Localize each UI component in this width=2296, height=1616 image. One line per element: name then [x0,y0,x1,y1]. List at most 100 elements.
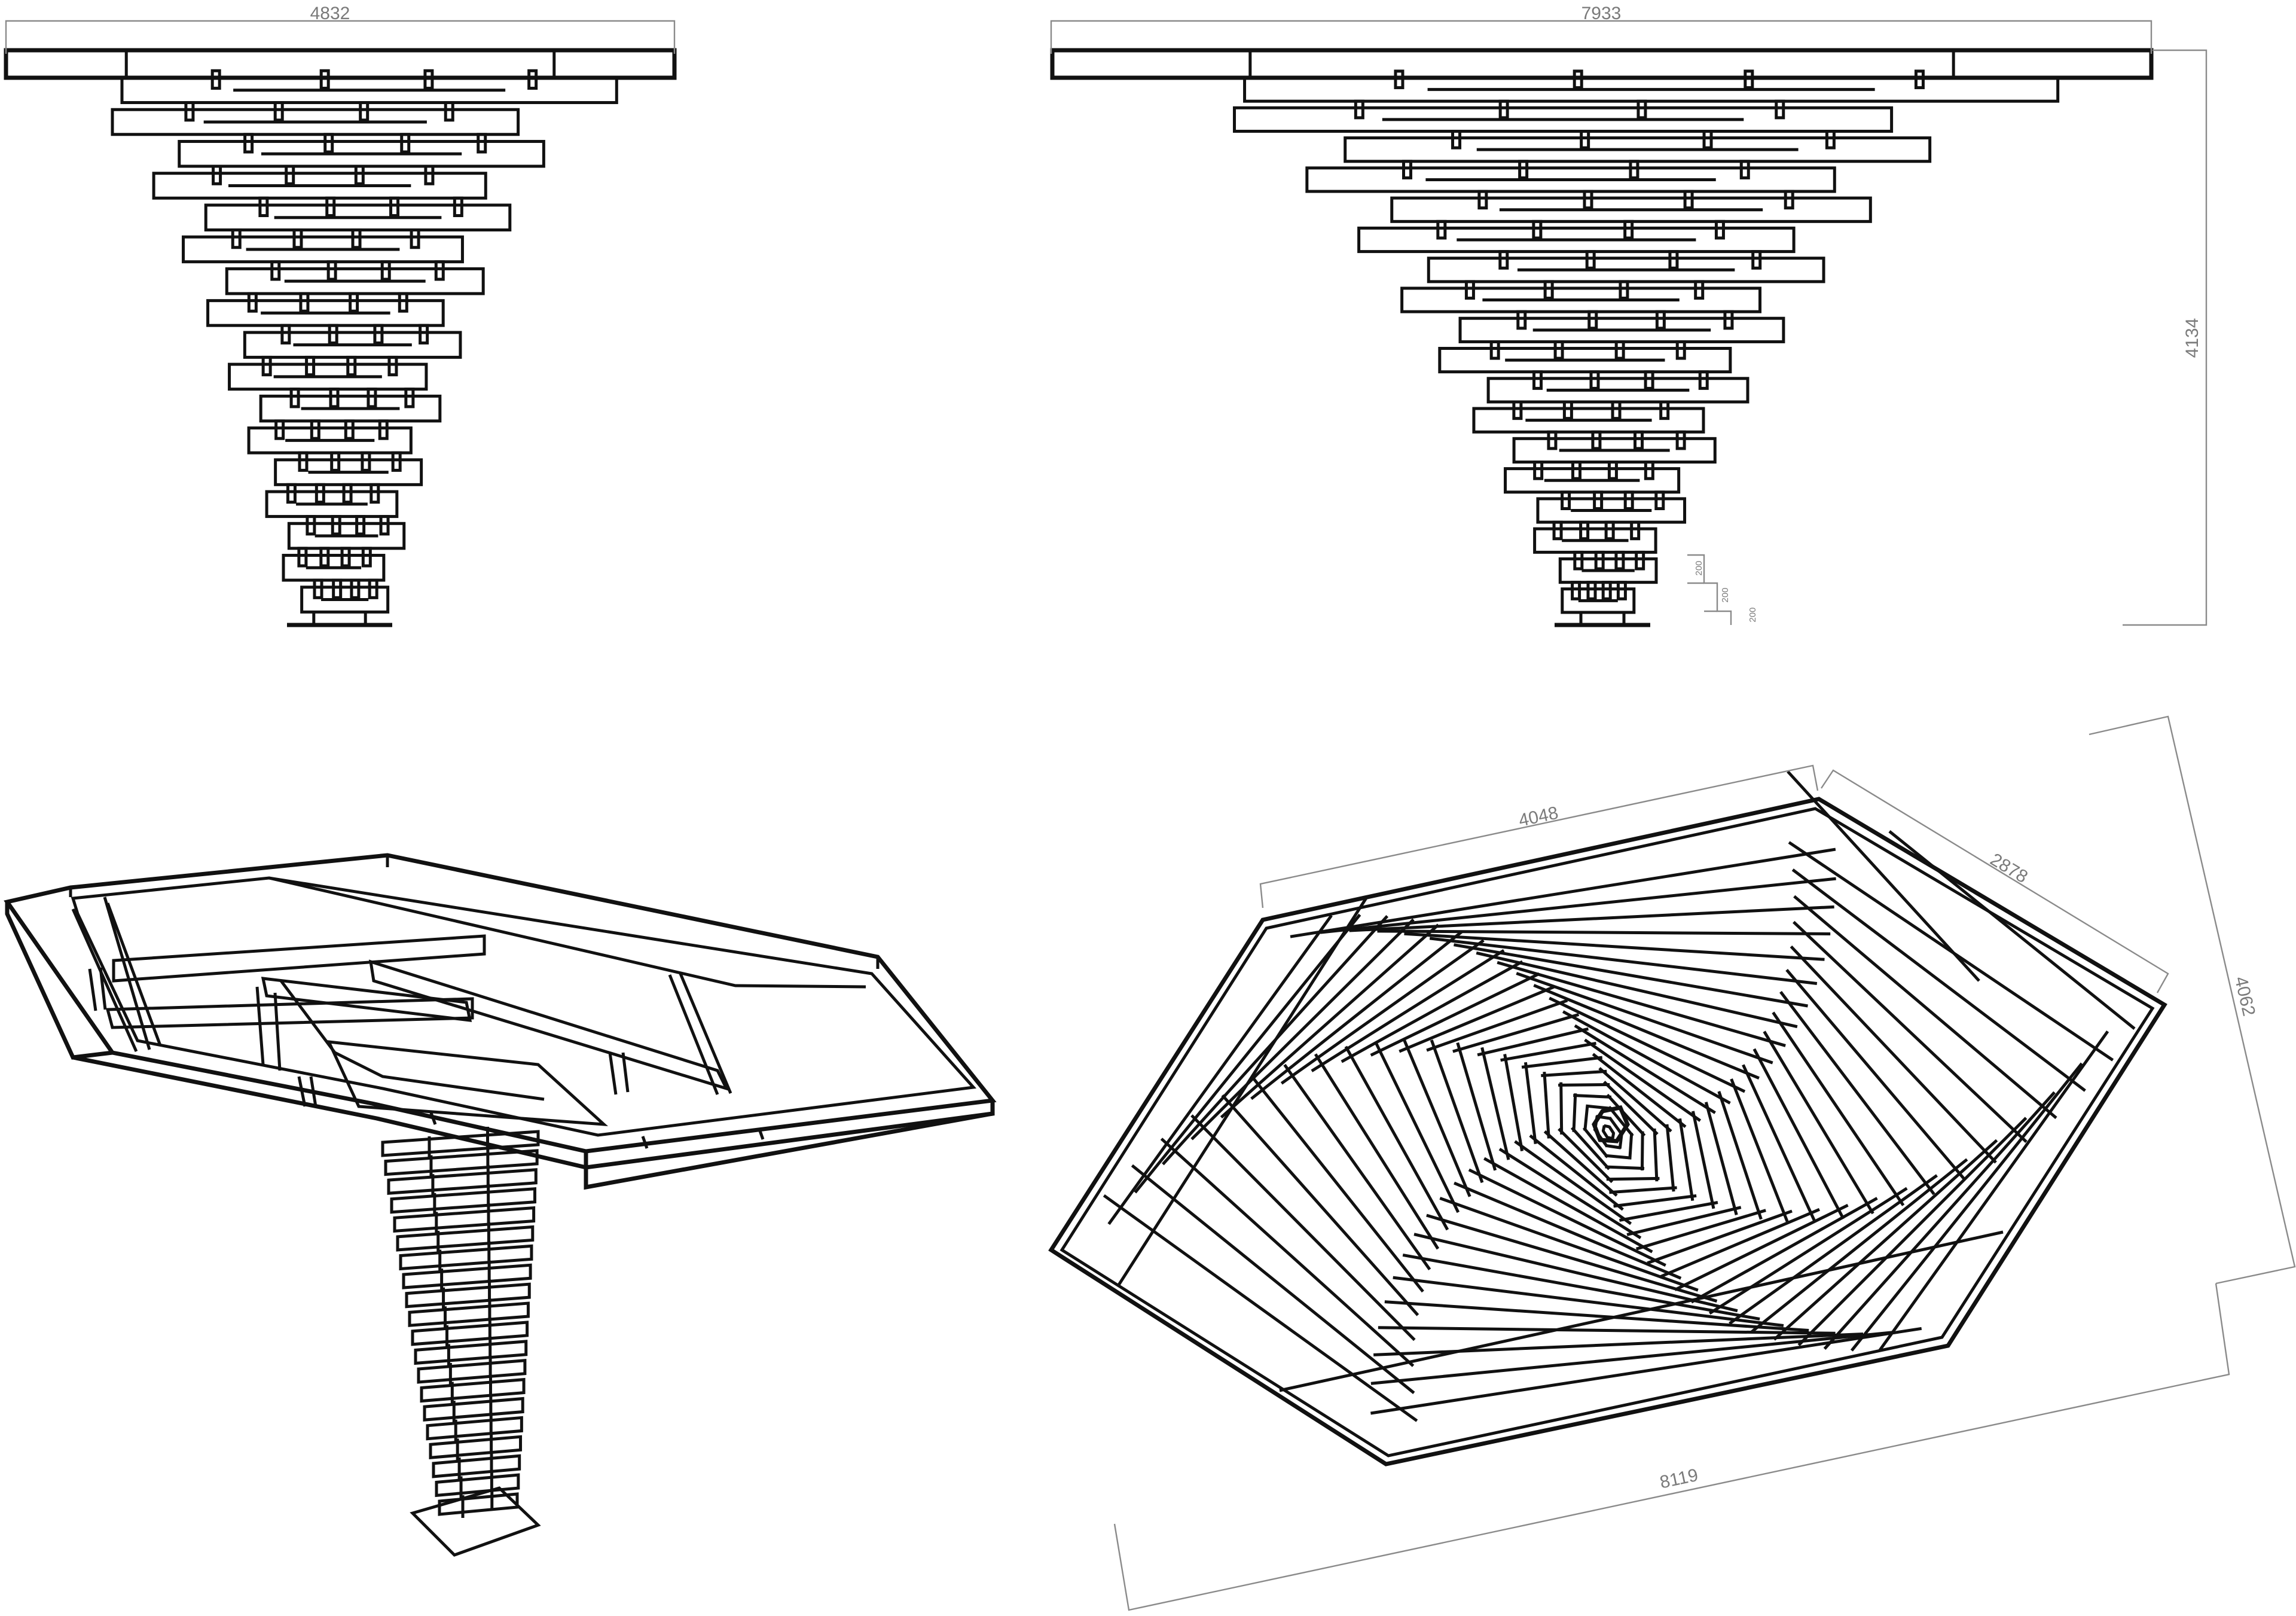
side-tier [1504,467,1681,494]
plan-frame-edge [1674,1203,1849,1291]
side-tier-notch [1601,581,1612,600]
side-tier-notch [1623,219,1634,240]
plan-frame-edge [1717,1091,1763,1220]
side-tier-notch [1579,520,1590,541]
side-tier-notch [1630,520,1641,541]
side-tier-notch [1402,160,1412,179]
step-label-3: 200 [1748,607,1758,622]
plan-frame-edge [1541,1069,1607,1077]
plan-frame-edge [1574,1024,1716,1114]
front-tier-notch [261,355,272,377]
side-tier-notch [1573,550,1584,571]
front-tier-notch [212,164,222,185]
plan-frame-edge [1613,1194,1697,1208]
plan-frame-edge [1404,932,1825,961]
front-width-dimension: 4832 [5,4,676,54]
plan-frame-edge [1543,1130,1618,1197]
side-tier [1233,106,1894,133]
plan-frame-edge [1543,1071,1550,1139]
plan-frame-edge [1349,905,1834,932]
side-tier-notch [1571,581,1581,600]
plan-frame-edge [1619,1201,1718,1222]
plan-frame-edge [1516,972,1773,1065]
plan-frame-edge [1779,990,1935,1196]
plan-frame-edge [1763,1030,1874,1215]
side-tier-notch [1702,129,1713,150]
plan-frame-edge [1503,1054,1524,1151]
plan-frame-edge [1103,1194,1418,1422]
side-tier-notch [1477,190,1488,210]
side-tier-notch [1675,430,1686,450]
plan-frame-edge [1283,1063,1431,1270]
side-tier-notch [1825,129,1836,150]
plan-frame-edge [1477,1027,1589,1057]
plan-frame-edge [1793,895,2057,1120]
front-tier-notch [310,419,320,440]
side-tier-notch [1586,581,1597,600]
front-tier-notch [315,483,325,504]
plan-frame-edge [1878,1030,2109,1351]
plan-frame-edge [1592,1053,1687,1129]
front-tier-notch [361,451,371,472]
column-tier [417,1359,527,1384]
front-tier-notch [398,292,408,313]
plan-frame-edge [1607,1136,1614,1141]
side-tier-notch [1543,280,1554,300]
side-tier-notch [1668,250,1679,270]
plan-frame-edge [1604,1154,1632,1160]
plan-edge-b-label: 2878 [1987,850,2031,888]
plan-frame-edge [1605,1144,1622,1150]
plan-frame-edge [1134,913,1361,1194]
plan-edge-b-dimension: 2878 [1821,769,2169,993]
front-tier [206,299,445,327]
side-tier-notch [1552,520,1563,541]
plan-frame-edge [1609,1186,1677,1194]
plan-frame-edge [1374,1041,1460,1213]
side-tier-notch [1532,219,1543,240]
side-top-slab [1050,48,2154,80]
front-tier-notch [325,196,336,218]
front-tier-notch [346,355,357,377]
side-tier-notch [1611,400,1622,420]
plan-frame-edge [1606,1176,1660,1181]
front-tier [152,172,487,200]
twisted-column [381,1127,540,1518]
side-tier-notch [1634,430,1644,450]
plan-frame-edge [1439,1197,1699,1292]
front-tier-notch [361,547,372,568]
plan-frame-edge [1785,968,1967,1181]
front-tier-notch [274,419,285,440]
plan-frame-edge [1370,1331,1892,1385]
plan-frame-edge [1690,1197,1878,1304]
front-tier-notch [292,228,303,249]
plan-frame-edge [1399,985,1555,1053]
side-tier [1438,347,1732,374]
plan-frame-edge [1160,1138,1415,1367]
front-tier-notch [289,388,300,408]
height-label: 4134 [2182,318,2202,358]
plan-frame-edge [1413,1233,1738,1313]
side-tier-notch [1562,400,1573,420]
side-tier-notch [1518,160,1529,179]
front-tier-notch [404,388,415,408]
plan-frame-edge [1558,1127,1614,1184]
plan-frame-edge [1480,1047,1510,1160]
plan-frame-edge [1456,1042,1497,1171]
side-width-label: 7933 [1581,4,1622,23]
column-tier [435,1473,520,1498]
side-tier-notch [1914,69,1925,90]
front-tier-notch [367,388,377,408]
side-tier-notch [1561,490,1571,510]
plan-frame-edge [1311,949,1505,1072]
front-tier-notch [434,260,445,281]
plan-frame-edge [1704,1102,1738,1215]
plan-frame-edge [1584,1038,1702,1122]
front-tier-notch [373,324,384,344]
plan-frame-edge [1562,1010,1731,1105]
front-tier-notch [270,260,281,281]
column-tier [411,1321,529,1346]
plan-frame-edge [1341,960,1523,1063]
plan-view: 4048 2878 4062 8119 [1048,715,2296,1611]
front-tier-notch [389,196,400,218]
column-tier [429,1435,523,1459]
